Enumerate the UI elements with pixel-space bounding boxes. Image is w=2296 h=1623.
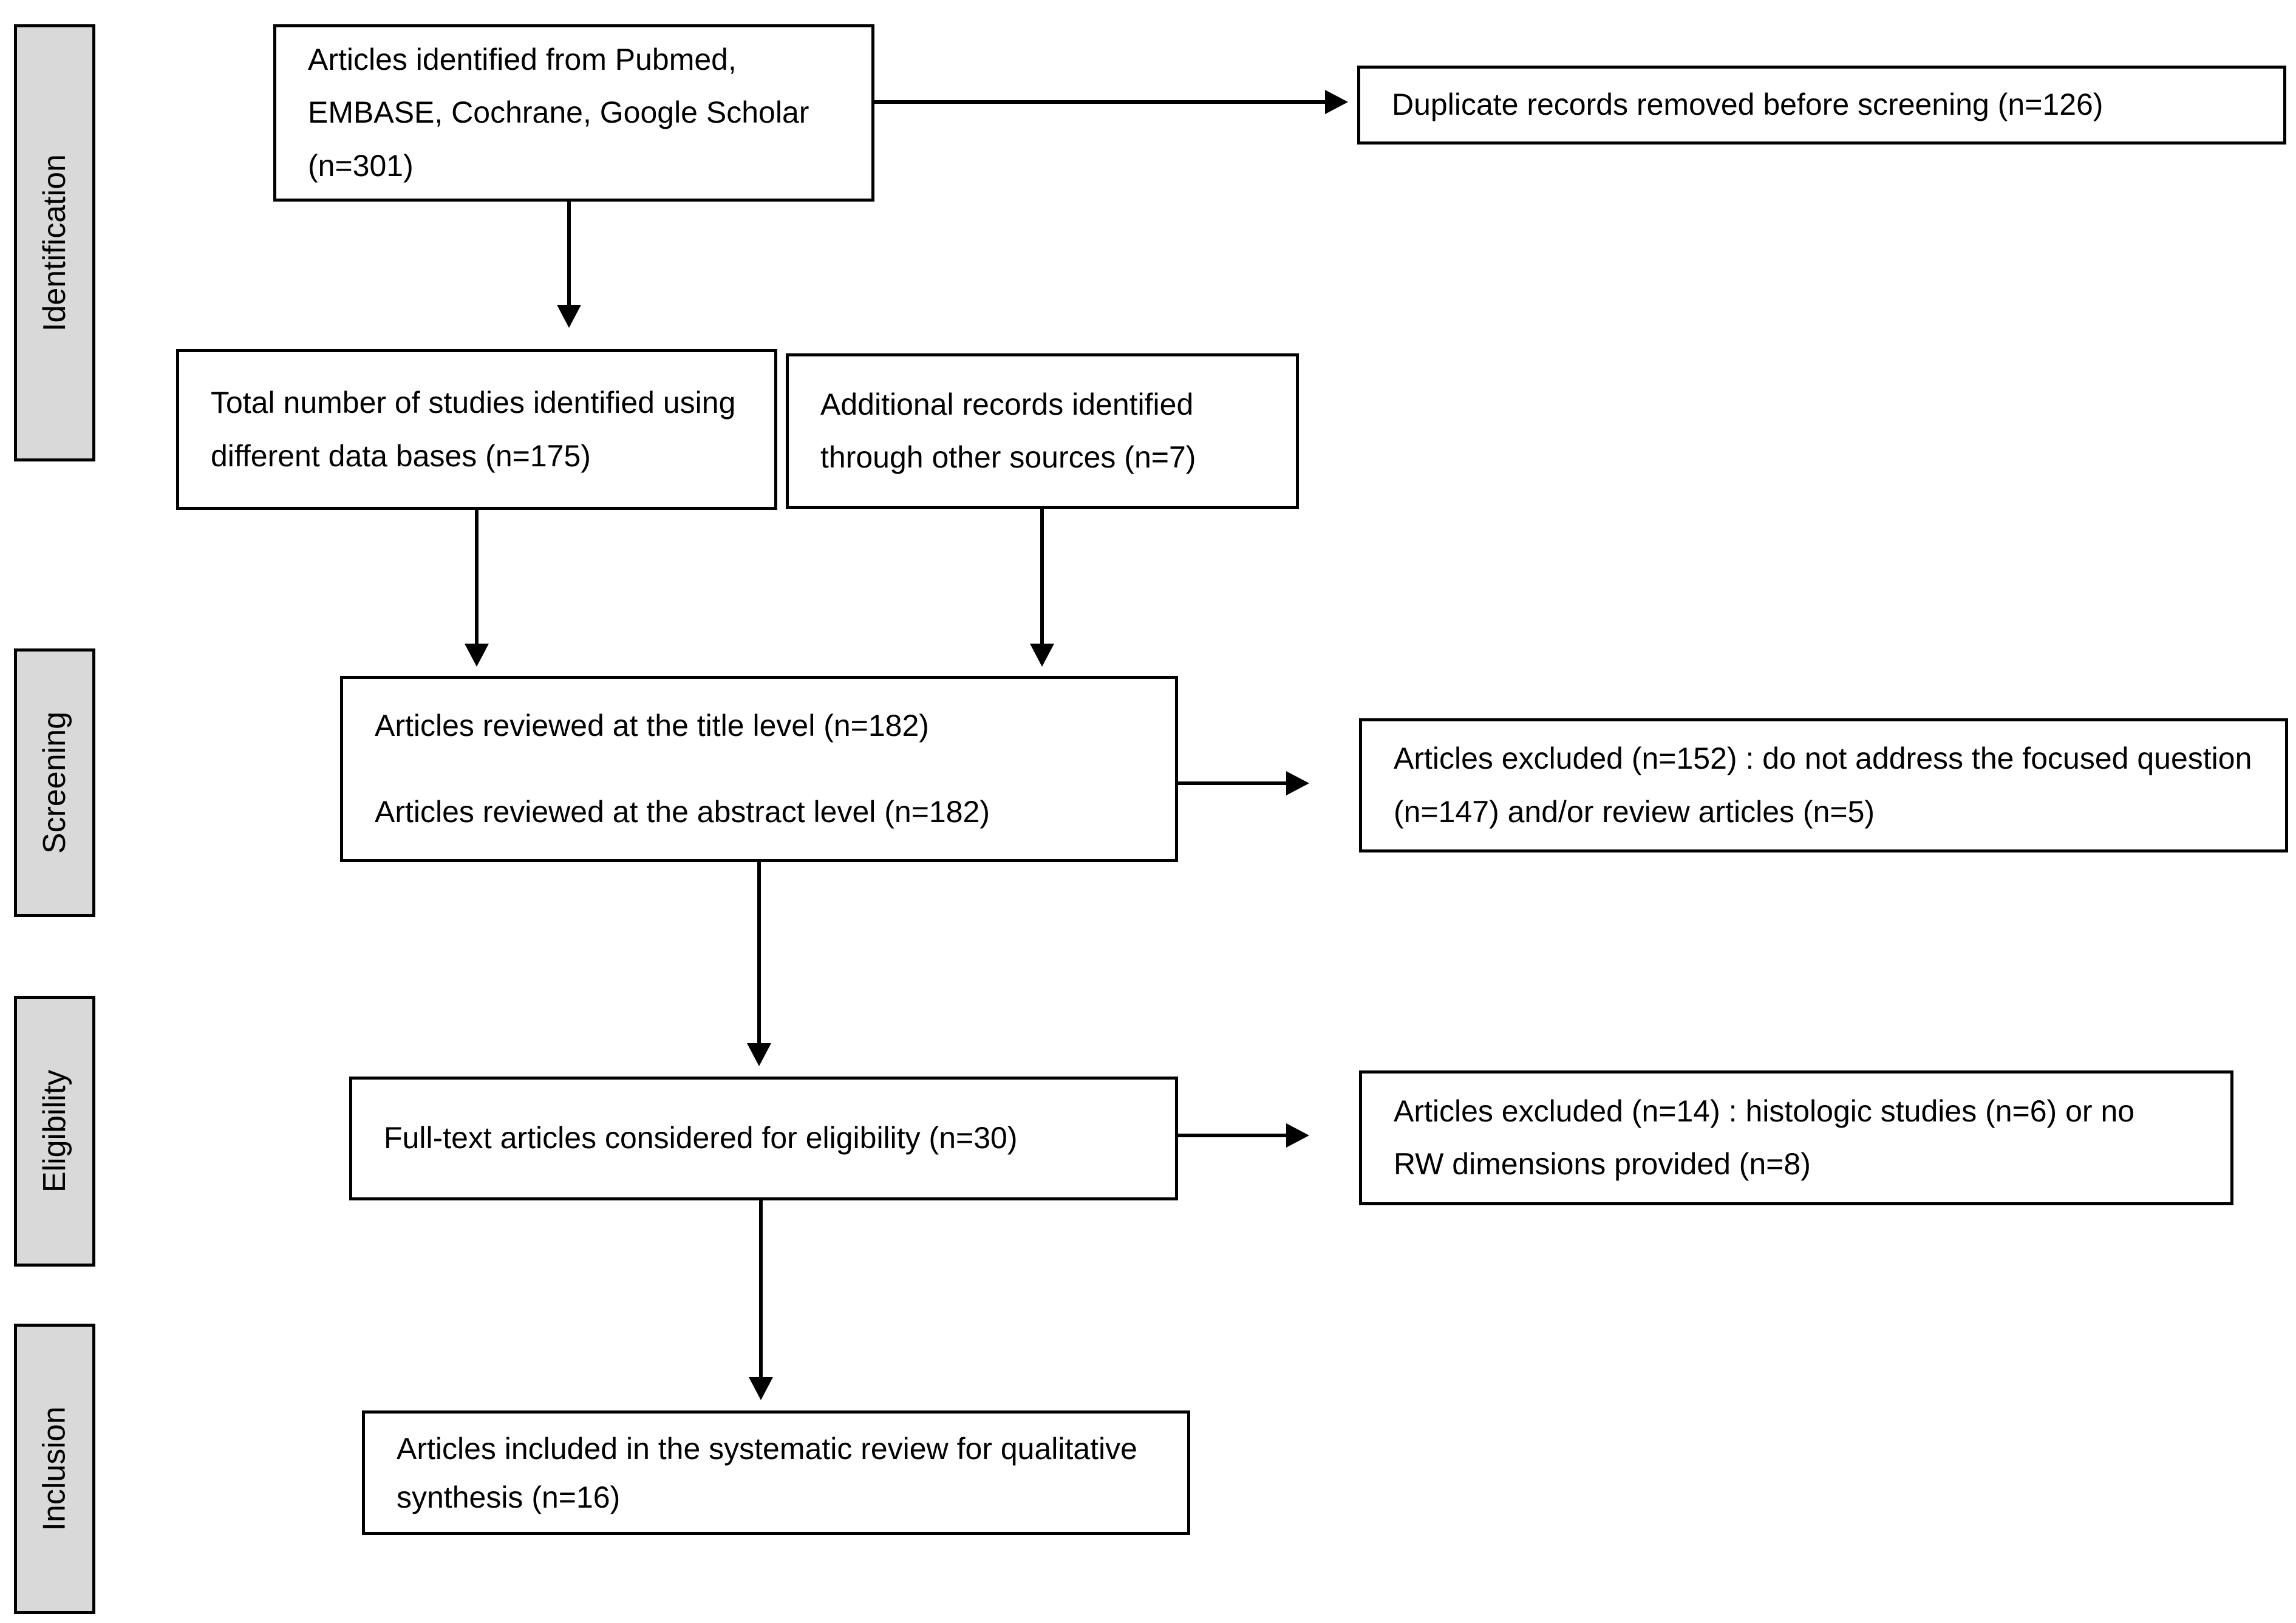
box-excluded-eligibility-text: Articles excluded (n=14) : histologic st… <box>1394 1094 2135 1182</box>
box-duplicates-removed: Duplicate records removed before screeni… <box>1357 66 2286 145</box>
box-articles-identified: Articles identified from Pubmed, EMBASE,… <box>273 24 874 202</box>
arrow-fulltext-to-excluded-line <box>1178 1134 1287 1137</box>
box-fulltext-eligibility-text: Full-text articles considered for eligib… <box>384 1121 1018 1155</box>
stage-inclusion-label: Inclusion <box>37 1406 73 1531</box>
box-total-databases: Total number of studies identified using… <box>176 349 777 510</box>
box-articles-identified-text: Articles identified from Pubmed, EMBASE,… <box>308 42 809 183</box>
stage-eligibility-label: Eligibility <box>37 1069 73 1193</box>
box-included-text: Articles included in the systematic revi… <box>397 1431 1137 1514</box>
arrow-identified-to-duplicates-line <box>874 100 1325 104</box>
box-reviewed-title-text: Articles reviewed at the title level (n=… <box>375 708 929 743</box>
arrow-identified-to-total-head-icon <box>557 305 581 328</box>
box-excluded-eligibility: Articles excluded (n=14) : histologic st… <box>1359 1070 2233 1205</box>
arrow-identified-to-total-line <box>567 202 571 305</box>
arrow-total-to-reviewed-line <box>475 510 479 645</box>
arrow-identified-to-duplicates-head-icon <box>1325 90 1348 114</box>
arrow-reviewed-to-excluded-head-icon <box>1286 771 1309 795</box>
stage-eligibility: Eligibility <box>14 996 95 1267</box>
box-excluded-screening-text: Articles excluded (n=152) : do not addre… <box>1394 741 2252 829</box>
box-total-databases-text: Total number of studies identified using… <box>211 386 736 473</box>
stage-screening: Screening <box>14 648 95 917</box>
arrow-fulltext-to-included-head-icon <box>749 1377 773 1400</box>
box-articles-reviewed: Articles reviewed at the title level (n=… <box>340 676 1178 862</box>
stage-identification-label: Identification <box>37 154 72 332</box>
arrow-reviewed-to-excluded-line <box>1175 781 1287 785</box>
stage-identification: Identification <box>14 24 95 461</box>
box-fulltext-eligibility: Full-text articles considered for eligib… <box>349 1077 1178 1200</box>
box-additional-sources: Additional records identified through ot… <box>786 353 1299 509</box>
arrow-additional-to-reviewed-line <box>1040 509 1044 645</box>
arrow-additional-to-reviewed-head-icon <box>1030 644 1054 667</box>
stage-inclusion: Inclusion <box>14 1324 95 1614</box>
arrow-reviewed-to-fulltext-head-icon <box>747 1043 771 1066</box>
box-duplicates-removed-text: Duplicate records removed before screeni… <box>1392 87 2104 122</box>
arrow-fulltext-to-excluded-head-icon <box>1286 1123 1309 1148</box>
arrow-reviewed-to-fulltext-line <box>757 862 761 1044</box>
arrow-fulltext-to-included-line <box>759 1200 763 1378</box>
arrow-total-to-reviewed-head-icon <box>465 644 489 667</box>
box-excluded-screening: Articles excluded (n=152) : do not addre… <box>1359 718 2288 852</box>
box-reviewed-abstract-text: Articles reviewed at the abstract level … <box>375 795 990 829</box>
stage-screening-label: Screening <box>37 711 72 854</box>
box-additional-sources-text: Additional records identified through ot… <box>820 387 1196 475</box>
box-included: Articles included in the systematic revi… <box>362 1410 1190 1535</box>
